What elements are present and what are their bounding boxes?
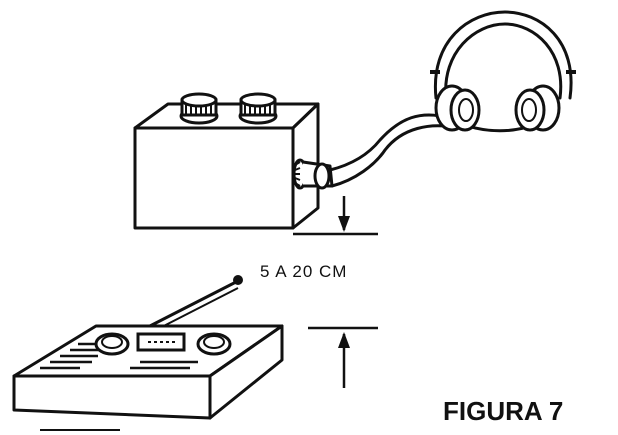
radio-side-face — [208, 324, 284, 420]
headphone-cable — [328, 113, 452, 172]
headphones — [430, 10, 576, 132]
tuning-knob-right — [238, 92, 278, 125]
headphone-cable-outer — [330, 124, 460, 188]
antenna-tip — [233, 275, 243, 285]
pocket-radio — [12, 275, 284, 420]
arrow-up-head — [338, 332, 350, 348]
distance-label: 5 A 20 CM — [260, 262, 348, 281]
radio-front-face — [12, 374, 212, 420]
receiver-front-face — [133, 126, 295, 230]
receiver-box — [133, 92, 334, 230]
earcup-right — [514, 84, 561, 132]
headband-outer — [433, 10, 573, 100]
earcup-left — [434, 84, 481, 132]
distance-marker — [293, 196, 378, 388]
receiver-top-face — [133, 102, 320, 130]
radio-antenna — [145, 280, 237, 330]
tuning-knob-left — [179, 92, 219, 125]
arrow-down-head — [338, 216, 350, 232]
headband-inner — [444, 22, 563, 100]
headphone-jack — [292, 158, 334, 190]
figure-label: FIGURA 7 — [443, 396, 564, 426]
